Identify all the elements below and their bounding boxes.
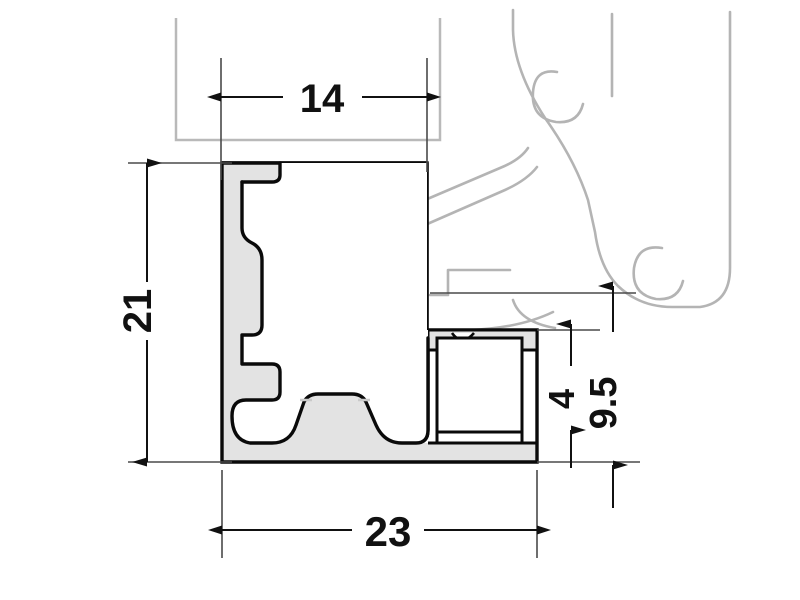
dimension-21: 21 (116, 158, 162, 467)
concealed-hinge-body (423, 8, 732, 332)
dimension-23-label: 23 (365, 508, 412, 555)
dimension-4: 4 (541, 319, 586, 468)
dimension-4-label: 4 (541, 389, 582, 409)
aluminium-profile-section (220, 161, 539, 464)
dimension-23: 23 (208, 508, 551, 555)
dimension-14-label: 14 (300, 77, 345, 121)
dimension-9-5-label: 9.5 (583, 377, 625, 430)
dimension-21-label: 21 (116, 289, 160, 334)
dimension-9-5: 9.5 (583, 281, 628, 508)
dimension-14: 14 (207, 77, 441, 121)
door-panel (174, 18, 442, 142)
